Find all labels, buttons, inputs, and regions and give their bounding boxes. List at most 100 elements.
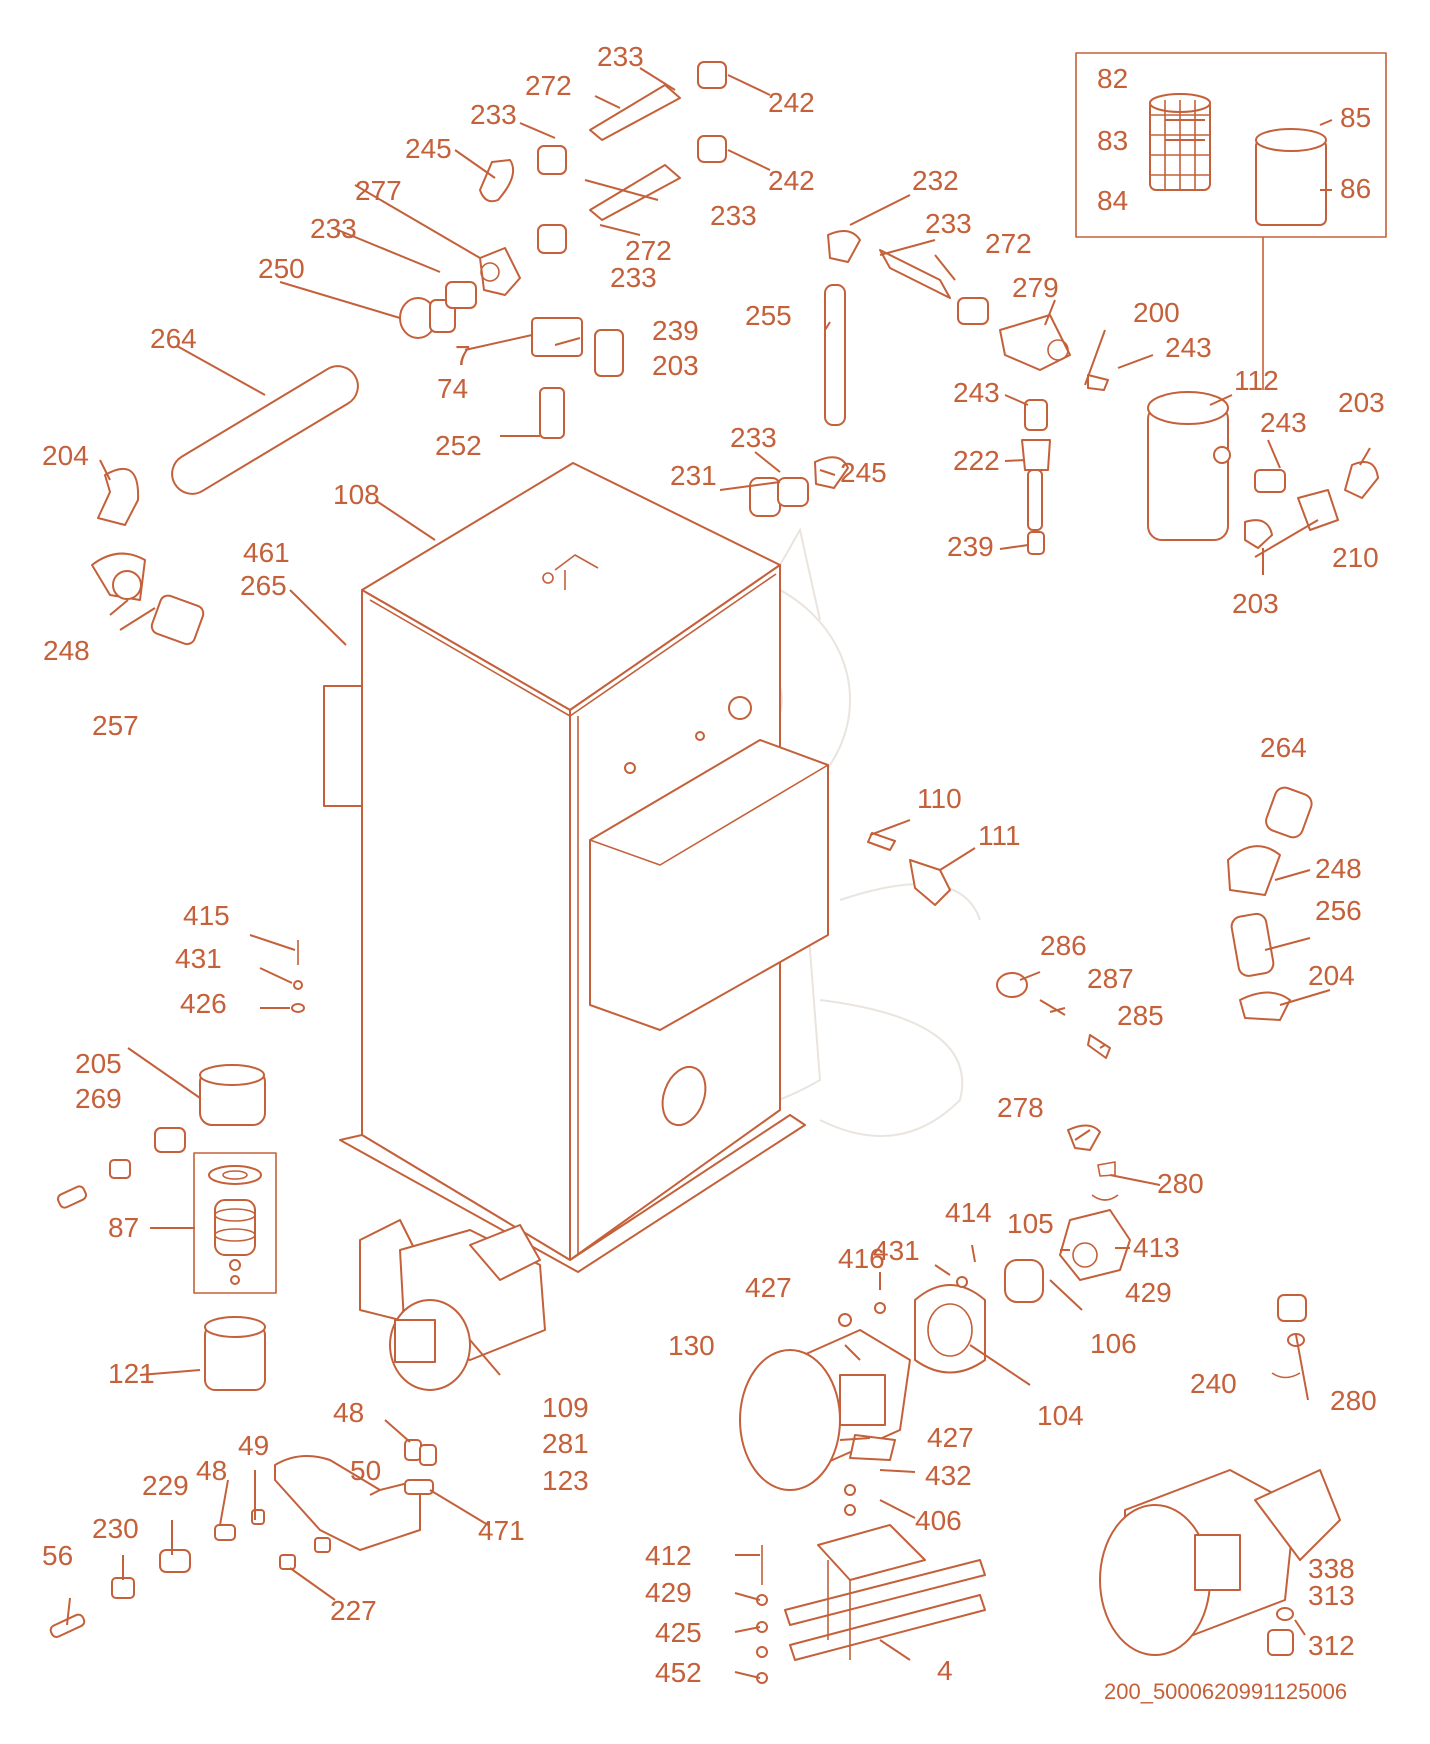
part-label: 243 [953,377,1000,408]
part-label: 416 [838,1243,885,1274]
part-label: 240 [1190,1368,1237,1399]
part-label: 48 [333,1397,364,1428]
leader-lines [66,67,1371,1679]
part-label: 431 [175,943,222,974]
part-label: 233 [710,200,757,231]
part-label: 287 [1087,963,1134,994]
part-label: 204 [1308,960,1355,991]
part-label: 452 [655,1657,702,1688]
part-label: 250 [258,253,305,284]
part-label: 233 [730,422,777,453]
base-frame [756,1484,986,1684]
part-label: 269 [75,1083,122,1114]
part-label: 245 [840,457,887,488]
secondary-motor [1099,1294,1341,1656]
part-label: 109 [542,1392,589,1423]
part-label: 415 [183,900,230,931]
part-label: 312 [1308,1630,1355,1661]
part-label: 286 [1040,930,1087,961]
part-label: 205 [75,1048,122,1079]
part-label: 248 [1315,853,1362,884]
part-label: 425 [655,1617,702,1648]
part-label: 56 [42,1540,73,1571]
part-label: 427 [927,1422,974,1453]
part-label: 49 [238,1430,269,1461]
part-label: 203 [652,350,699,381]
part-label: 265 [240,570,287,601]
boiler-cabinet [323,462,829,1273]
part-labels: 233 272 242 233 245 242 277 233 233 272 … [42,41,1385,1688]
part-label: 277 [355,175,402,206]
part-label: 471 [478,1515,525,1546]
part-label: 222 [953,445,1000,476]
part-label: 431 [873,1235,920,1266]
components-inset [56,940,305,1391]
filter-inset [1075,52,1387,390]
right-pipework [867,786,1313,1201]
part-label: 84 [1097,185,1128,216]
part-label: 231 [670,460,717,491]
part-label: 232 [912,165,959,196]
part-label: 272 [625,235,672,266]
part-label: 406 [915,1505,962,1536]
part-label: 233 [470,99,517,130]
part-label: 48 [196,1455,227,1486]
part-label: 112 [1234,365,1279,396]
part-label: 204 [42,440,89,471]
part-label: 429 [645,1577,692,1608]
part-label: 256 [1315,895,1362,926]
part-label: 123 [542,1465,589,1496]
part-label: 203 [1232,588,1279,619]
part-label: 264 [1260,732,1307,763]
part-label: 7 [455,340,471,371]
part-label: 229 [142,1470,189,1501]
part-label: 429 [1125,1277,1172,1308]
part-label: 252 [435,430,482,461]
part-label: 248 [43,635,90,666]
part-label: 239 [652,315,699,346]
part-label: 257 [92,710,139,741]
part-label: 85 [1340,102,1371,133]
part-label: 233 [597,41,644,72]
part-label: 243 [1165,332,1212,363]
part-label: 104 [1037,1400,1084,1431]
part-label: 414 [945,1197,992,1228]
part-label: 87 [108,1212,139,1243]
part-label: 105 [1007,1208,1054,1239]
lower-left-fittings [49,1439,437,1638]
part-label: 83 [1097,125,1128,156]
part-label: 280 [1157,1168,1204,1199]
part-label: 278 [997,1092,1044,1123]
part-label: 227 [330,1595,377,1626]
part-label: 272 [985,228,1032,259]
part-label: 272 [525,70,572,101]
part-label: 427 [745,1272,792,1303]
part-label: 86 [1340,173,1371,204]
part-label: 210 [1332,542,1379,573]
part-label: 245 [405,133,452,164]
part-label: 242 [768,87,815,118]
part-label: 110 [917,783,962,814]
part-label: 285 [1117,1000,1164,1031]
part-label: 82 [1097,63,1128,94]
part-label: 233 [310,213,357,244]
part-label: 279 [1012,272,1059,303]
part-label: 111 [978,820,1021,851]
part-label: 230 [92,1513,139,1544]
part-label: 432 [925,1460,972,1491]
part-label: 255 [745,300,792,331]
oil-filter-assembly [1147,391,1379,549]
part-label: 130 [668,1330,715,1361]
part-label: 426 [180,988,227,1019]
part-label: 239 [947,531,994,562]
part-label: 338 [1308,1553,1355,1584]
part-label: 203 [1338,387,1385,418]
part-label: 243 [1260,407,1307,438]
part-label: 4 [937,1655,953,1686]
part-label: 281 [542,1428,589,1459]
part-label: 106 [1090,1328,1137,1359]
part-label: 121 [108,1358,155,1389]
part-label: 50 [350,1455,381,1486]
part-label: 412 [645,1540,692,1571]
part-label: 313 [1308,1580,1355,1611]
